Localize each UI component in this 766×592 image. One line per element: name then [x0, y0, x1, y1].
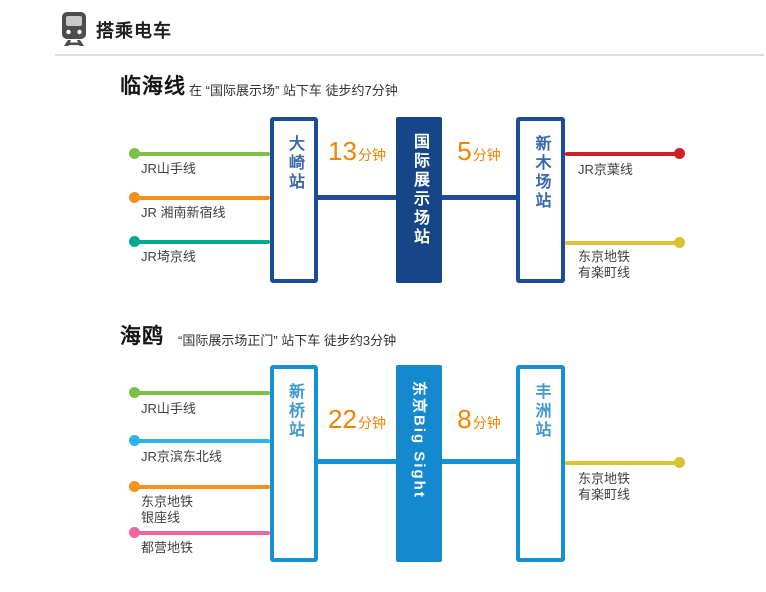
- rail-line-label: JR山手线: [141, 161, 196, 176]
- rail-line-dot: [674, 148, 685, 159]
- rail-line-label: 东京地铁 银座线: [141, 494, 194, 525]
- rail-line-dot: [129, 236, 140, 247]
- section-title-rinkai: 临海线: [120, 75, 186, 98]
- rail-line-label: 东京地铁 有楽町线: [578, 249, 631, 280]
- rail-line-label: JR山手线: [141, 401, 196, 416]
- station-name: 大崎站: [286, 135, 303, 192]
- station-box-shin-kiba: 新木场站: [516, 117, 565, 283]
- station-box-toyosu: 丰洲站: [516, 365, 565, 562]
- travel-time-value: 8: [457, 404, 472, 434]
- rail-line-label: JR埼京线: [141, 249, 196, 264]
- station-name: 新木场站: [532, 135, 550, 211]
- rail-line-dot: [674, 457, 685, 468]
- rail-line-yamanote: [133, 391, 270, 395]
- rail-line-ginza: [133, 485, 270, 489]
- rail-line-dot: [129, 435, 140, 446]
- travel-time: 5分钟: [442, 136, 516, 167]
- rail-line-yamanote: [133, 152, 270, 156]
- station-name: 新桥站: [286, 383, 303, 440]
- travel-time-value: 22: [328, 404, 357, 434]
- rail-line-label: 东京地铁 有楽町线: [578, 471, 631, 502]
- rail-line-toei: [133, 531, 270, 535]
- station-box-tokyo-big-sight: 东京Big Sight: [396, 365, 442, 562]
- rail-line-label: JR 湘南新宿线: [141, 205, 226, 220]
- travel-time: 22分钟: [318, 404, 396, 435]
- page-title: 搭乘电车: [96, 21, 172, 41]
- station-box-osaki: 大崎站: [270, 117, 318, 283]
- header-divider: [55, 54, 764, 56]
- section-subtitle-rinkai: 在 “国际展示场” 站下车 徒步约7分钟: [189, 83, 398, 98]
- station-box-shimbashi: 新桥站: [270, 365, 318, 562]
- rail-line-keihin-tohoku: [133, 439, 270, 443]
- travel-time-value: 13: [328, 136, 357, 166]
- train-icon: [58, 11, 90, 47]
- section-title-yurikamome: 海鸥: [120, 325, 164, 348]
- travel-time-unit: 分钟: [472, 415, 501, 431]
- station-name: 国际展示场站: [411, 133, 428, 247]
- route-connector: [442, 195, 516, 200]
- route-connector: [318, 195, 396, 200]
- rail-line-dot: [129, 148, 140, 159]
- rail-line-dot: [129, 387, 140, 398]
- route-connector: [318, 459, 396, 464]
- rail-line-keiyo: [565, 152, 680, 156]
- rail-line-label: JR京葉线: [578, 162, 633, 177]
- section-subtitle-yurikamome: “国际展示场正门” 站下车 徒步约3分钟: [178, 333, 397, 348]
- rail-line-yurakucho: [565, 461, 680, 465]
- station-name: 东京Big Sight: [410, 381, 428, 499]
- rail-line-label: 都营地铁: [141, 540, 194, 555]
- station-name: 丰洲站: [532, 383, 550, 440]
- rail-line-shonan-shinjuku: [133, 196, 270, 200]
- travel-time-unit: 分钟: [357, 415, 386, 431]
- route-connector: [442, 459, 516, 464]
- rail-line-dot: [129, 527, 140, 538]
- travel-time: 8分钟: [442, 404, 516, 435]
- rail-line-saikyo: [133, 240, 270, 244]
- rail-line-dot: [674, 237, 685, 248]
- travel-time-unit: 分钟: [357, 147, 386, 163]
- rail-line-dot: [129, 192, 140, 203]
- travel-time: 13分钟: [318, 136, 396, 167]
- rail-line-label: JR京滨东北线: [141, 449, 222, 464]
- rail-line-dot: [129, 481, 140, 492]
- travel-time-value: 5: [457, 136, 472, 166]
- station-box-kokusai-tenjijo: 国际展示场站: [396, 117, 442, 283]
- rail-line-yurakucho: [565, 241, 680, 245]
- travel-time-unit: 分钟: [472, 147, 501, 163]
